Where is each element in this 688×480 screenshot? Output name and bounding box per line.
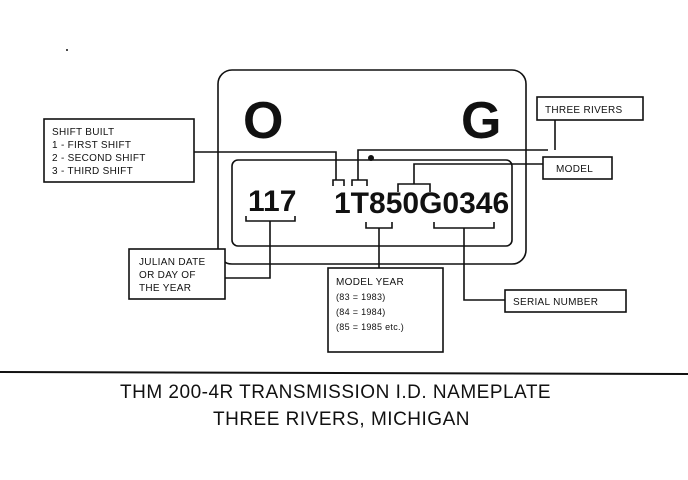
- model-year-title: MODEL YEAR: [336, 277, 404, 288]
- model-leader: [413, 163, 543, 184]
- shift-built-third: 3 - THIRD SHIFT: [52, 166, 133, 177]
- julian-date-text: JULIAN DATE OR DAY OF THE YEAR: [139, 257, 209, 294]
- speck-dot: [66, 49, 68, 51]
- caption-line2: THREE RIVERS, MICHIGAN: [213, 409, 470, 430]
- serial-number-box: [504, 289, 627, 313]
- nameplate-outline: [217, 69, 527, 265]
- model-year-83: (83 = 1983): [336, 292, 386, 302]
- shift-built-second: 2 - SECOND SHIFT: [52, 153, 146, 164]
- shift-leader: [194, 151, 337, 180]
- julian-date-box: [128, 248, 226, 300]
- separator-rule: [0, 371, 688, 375]
- model-bracket-small: [351, 179, 368, 186]
- serial-bracket: [433, 222, 495, 229]
- julian-date-stamp: 117: [248, 185, 296, 218]
- caption-line1: THM 200-4R TRANSMISSION I.D. NAMEPLATE: [120, 382, 551, 403]
- julian-leader: [225, 221, 271, 279]
- julian-date-line1: JULIAN DATE: [139, 257, 205, 268]
- year-bracket: [365, 222, 393, 229]
- three-rivers-label: THREE RIVERS: [545, 105, 623, 116]
- rivet-dot: [368, 155, 374, 161]
- shift-built-box: [43, 118, 195, 183]
- shift-built-first: 1 - FIRST SHIFT: [52, 140, 131, 151]
- shift-built-title: SHIFT BUILT: [52, 127, 114, 138]
- model-leader-upper: [357, 149, 548, 180]
- model-year-84: (84 = 1984): [336, 307, 386, 317]
- serial-number-label: SERIAL NUMBER: [513, 297, 598, 308]
- id-code-stamp: 1T850G0346: [334, 187, 509, 220]
- model-box: [542, 156, 613, 180]
- julian-date-line3: THE YEAR: [139, 283, 191, 294]
- julian-date-line2: OR DAY OF: [139, 270, 196, 281]
- plate-letter-right: G: [461, 92, 501, 150]
- shift-bracket: [332, 179, 345, 186]
- model-year-text: MODEL YEAR (83 = 1983) (84 = 1984) (85 =…: [336, 277, 407, 332]
- three-rivers-box: [536, 96, 644, 121]
- model-year-85: (85 = 1985 etc.): [336, 322, 404, 332]
- shift-built-text: SHIFT BUILT 1 - FIRST SHIFT 2 - SECOND S…: [52, 127, 149, 177]
- plate-letter-left: O: [243, 92, 283, 150]
- model-label: MODEL: [556, 164, 593, 175]
- model-year-box: [327, 267, 444, 353]
- serial-leader: [463, 228, 505, 301]
